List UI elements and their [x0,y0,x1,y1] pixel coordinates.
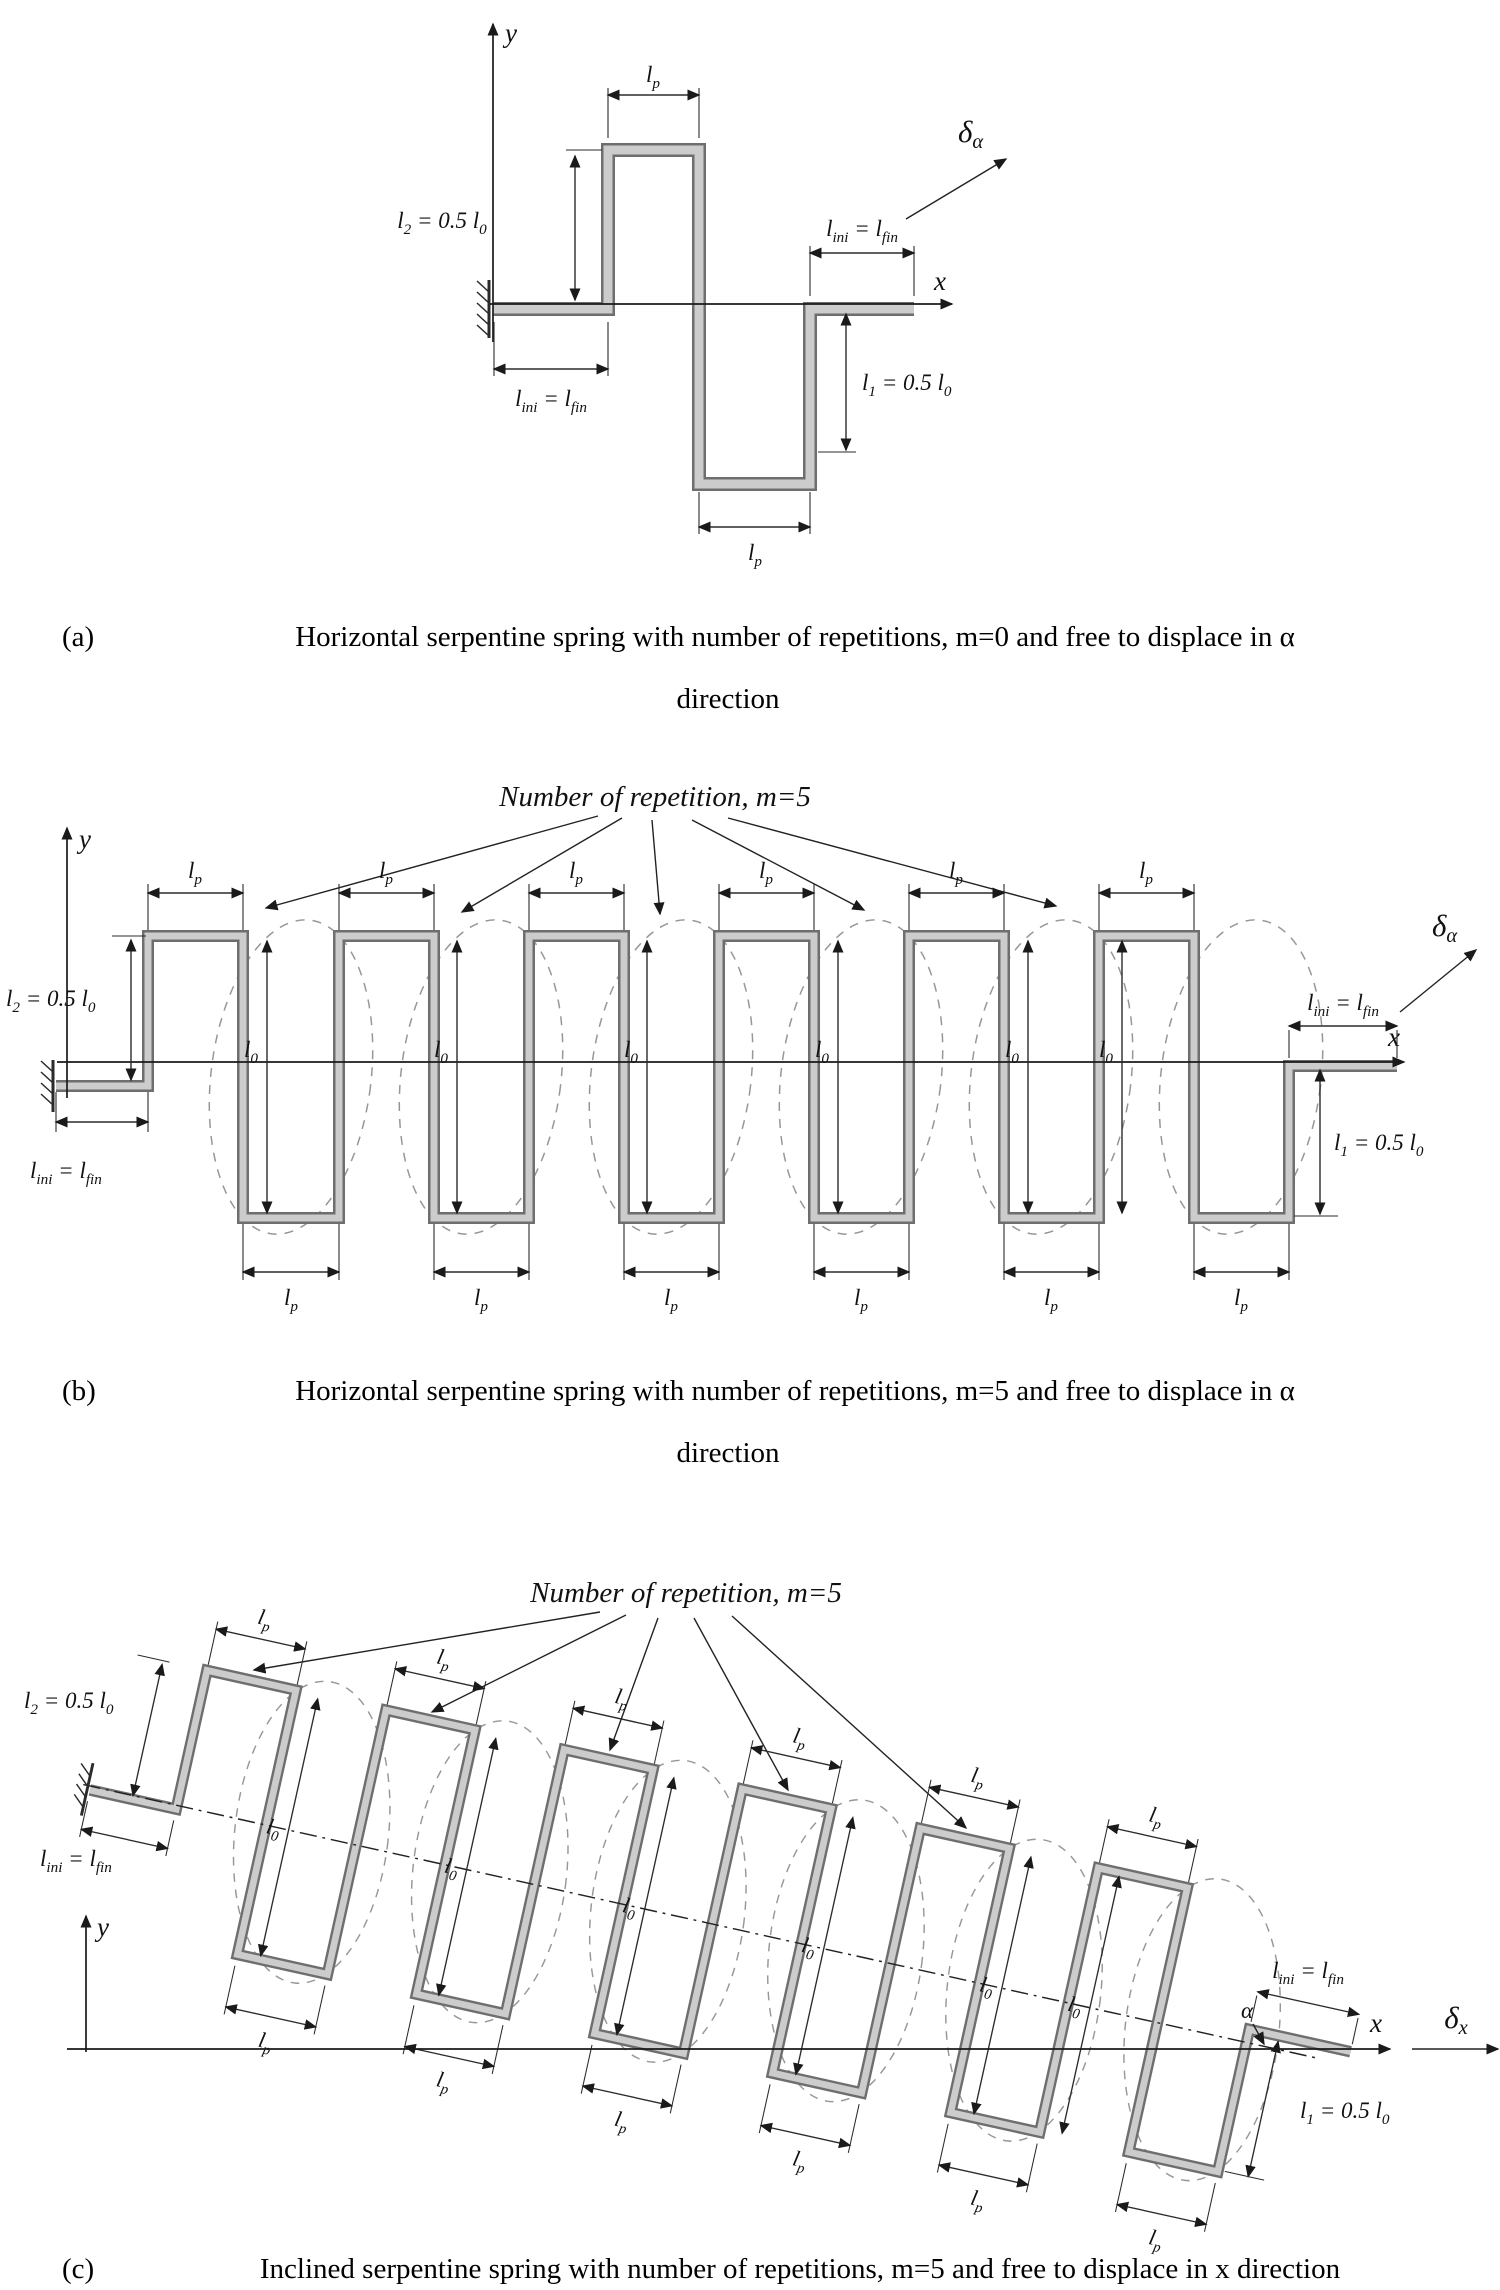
delta-alpha-label: δα [958,114,984,153]
repetition-count-label: Number of repetition, m=5 [498,781,811,813]
fixed-support-c [73,1762,95,1816]
inclined-spring-assembly: l0 l0 l0 l0 l0 l0 lp lp [73,1604,1361,2256]
caption-c-line1: Inclined serpentine spring with number o… [260,2253,1341,2285]
l0-label: l0 [244,1037,258,1067]
lp-label: lp [284,1285,298,1315]
axes-c: y x [67,1912,1392,2055]
displacement-arrow-b [1399,949,1478,1013]
lp-label: lp [790,1723,810,1755]
lp-label: lp [1146,1801,1166,1833]
y-axis-label: y [94,1912,109,1942]
lp-label: lp [379,858,393,888]
x-axis-label: x [1369,2008,1382,2038]
repetition-loops-b [208,919,1324,1235]
y-axis-label: y [76,824,91,854]
caption-a-line1: Horizontal serpentine spring with number… [295,621,1295,653]
side-dimensions-b: l2 = 0.5 l0 lini = lfin lini = lfin l1 =… [6,935,1424,1217]
lp-label: lp [569,858,583,888]
lp-label: lp [255,2027,275,2059]
caption-c-tag: (c) [62,2253,94,2285]
caption-b-line1: Horizontal serpentine spring with number… [295,1375,1295,1407]
diagram-a: y x δα lp l2 = 0.5 l0 lini = lfin lini =… [397,18,1008,570]
lini-lfin-label: lini = lfin [1307,990,1379,1020]
delta-x-label: δx [1444,2000,1468,2039]
x-axis-label: x [933,266,946,296]
displacement-arrow-a [905,158,1008,220]
lini-lfin-label: lini = lfin [826,216,898,246]
l0-label: l0 [977,1971,997,2003]
l1-label: l1 = 0.5 l0 [862,370,952,400]
dimensions-a: lp l2 = 0.5 l0 lini = lfin lini = lfin l… [397,62,952,570]
l1-label: l1 = 0.5 l0 [1334,1130,1424,1160]
l0-label: l0 [434,1037,448,1067]
l2-label: l2 = 0.5 l0 [6,986,96,1016]
delta-alpha-label: δα [1432,908,1458,947]
caption-a-tag: (a) [62,621,94,653]
lp-label: lp [759,858,773,888]
lp-label: lp [1044,1285,1058,1315]
l0-label: l0 [1099,1037,1113,1067]
l0-label: l0 [619,1892,639,1924]
lini-lfin-label: lini = lfin [1272,1958,1344,1988]
l0-label: l0 [263,1813,283,1845]
l0-label: l0 [798,1932,818,1964]
alpha-pointer [1252,2023,1265,2046]
lp-label: lp [474,1285,488,1315]
serpentine-spring-c [88,1663,1352,2179]
lp-label: lp [968,2185,988,2217]
diagram-b: Number of repetition, m=5 [6,781,1478,1315]
l0-dimensions-c: l0 l0 l0 l0 l0 l0 [257,1697,1122,2135]
l2-label: l2 = 0.5 l0 [397,208,487,238]
lp-label: lp [612,1683,632,1715]
lp-label: lp [434,1644,454,1676]
caption-b-line2: direction [676,1437,780,1469]
l0-label: l0 [1065,1991,1085,2023]
l0-label: l0 [624,1037,638,1067]
l0-label: l0 [1005,1037,1019,1067]
pointer-arrows-c [252,1611,968,1830]
caption-a-line2: direction [676,683,780,715]
lp-label: lp [646,62,660,92]
lp-label: lp [664,1285,678,1315]
top-lp-dimensions-b: lp lp lp lp lp lp [146,858,1196,930]
lp-label: lp [1146,2224,1166,2256]
lp-label: lp [854,1285,868,1315]
bottom-lp-dimensions-c: lp lp lp lp lp lp [223,1965,1216,2256]
serpentine-spring-b [56,930,1397,1224]
diagram-c: Number of repetition, m=5 [24,1577,1500,2256]
repetition-loops-c [232,1680,1282,2182]
axes-b: y x [57,824,1406,1098]
lp-label: lp [188,858,202,888]
lini-lfin-label: lini = lfin [40,1846,112,1876]
l0-label: l0 [815,1037,829,1067]
lp-label: lp [968,1762,988,1794]
side-dimensions-c [79,1654,1361,2181]
l0-dimensions-b: l0 l0 l0 l0 l0 l0 [244,939,1128,1215]
repetition-count-label: Number of repetition, m=5 [529,1577,842,1609]
l0-label: l0 [441,1853,461,1885]
fixed-support-a [476,280,491,338]
l2-label: l2 = 0.5 l0 [24,1688,114,1718]
alpha-label: α [1241,1998,1254,2023]
lp-label: lp [255,1604,275,1636]
lini-lfin-label: lini = lfin [515,386,587,416]
top-lp-dimensions-c: lp lp lp lp lp lp [207,1604,1199,1883]
caption-b-tag: (b) [62,1375,96,1407]
l1-label: l1 = 0.5 l0 [1300,2098,1390,2128]
serpentine-spring-a [493,143,914,491]
lp-label: lp [433,2066,453,2098]
lp-label: lp [611,2106,631,2138]
axes-a: y x [487,18,954,342]
lp-label: lp [949,858,963,888]
y-axis-label: y [502,18,517,48]
lp-label: lp [748,540,762,570]
lp-label: lp [1139,858,1153,888]
lp-label: lp [1234,1285,1248,1315]
bottom-lp-dimensions-b: lp lp lp lp lp lp [241,1224,1291,1315]
lp-label: lp [789,2145,809,2177]
lini-lfin-label: lini = lfin [30,1158,102,1188]
fixed-support-b [40,1060,55,1112]
